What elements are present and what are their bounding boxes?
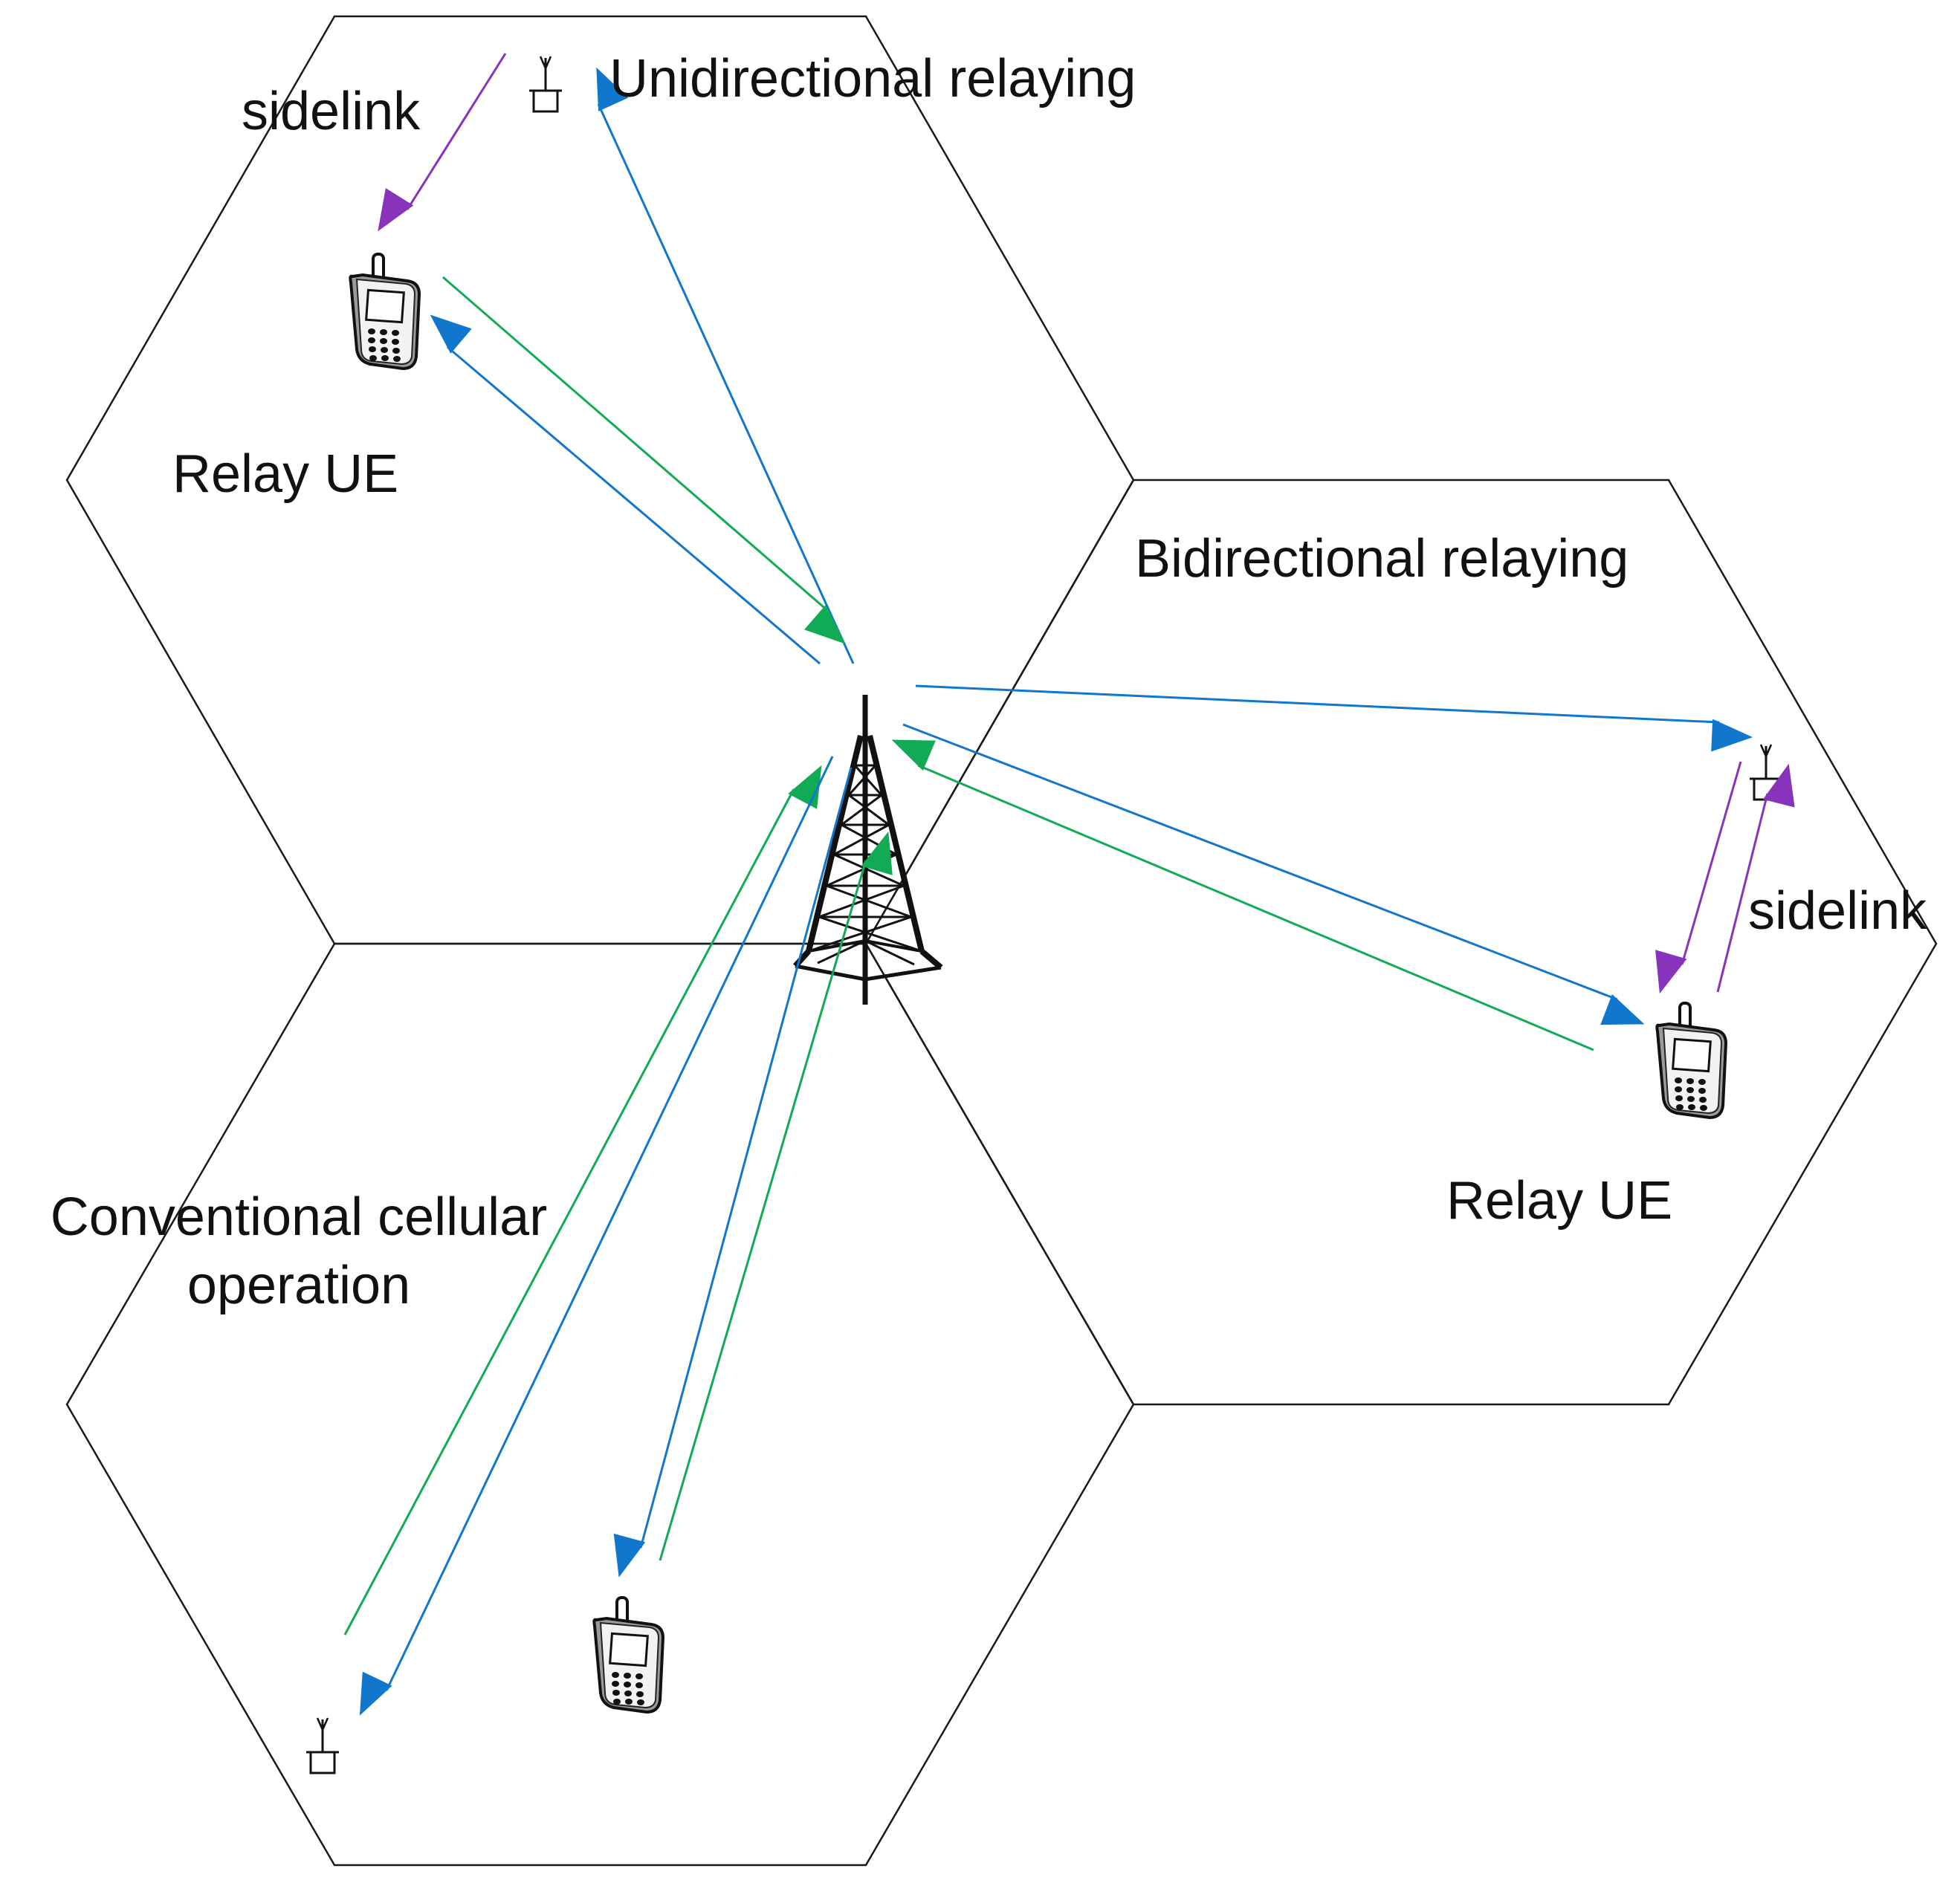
blue-downlink (613, 767, 853, 1578)
blue-downlink-to-relay (915, 684, 1753, 752)
green-uplink (343, 765, 822, 1636)
unidirectional-relaying-label: Unidirectional relaying (609, 49, 1136, 108)
green-uplink-from-relay-ue (891, 739, 1594, 1051)
conventional-label-line1: Conventional cellular (50, 1187, 548, 1247)
tower-icon (793, 695, 943, 1005)
relay-ue-label-left: Relay UE (172, 444, 399, 504)
phone-icon (592, 1596, 664, 1714)
conventional-label-line2: operation (187, 1256, 411, 1315)
green-uplink (659, 831, 893, 1561)
purple-sidelink (1655, 761, 1742, 994)
bidirectional-relaying-label: Bidirectional relaying (1135, 529, 1629, 589)
blue-downlink-to-relay-ue (902, 723, 1645, 1025)
relay-ue-label-right: Relay UE (1446, 1171, 1673, 1231)
cell-bottom-left (65, 942, 1135, 1867)
blue-downlink-to-relay-ue (430, 314, 821, 665)
antenna-icon (528, 55, 563, 113)
cell-right (864, 479, 1938, 1406)
sidelink-label-right: sidelink (1748, 881, 1927, 941)
purple-sidelink (378, 53, 507, 232)
green-uplink-from-relay-ue (442, 276, 846, 644)
antenna-icon (1748, 743, 1784, 801)
conventional-operation-label: Conventional cellular operation (16, 1183, 581, 1320)
phone-icon (349, 253, 421, 370)
blue-downlink (359, 756, 834, 1716)
blue-downlink-to-relay (596, 67, 855, 664)
purple-sidelink (1716, 763, 1795, 993)
phone-icon (1655, 1002, 1727, 1119)
sidelink-label-top: sidelink (242, 82, 421, 141)
antenna-icon (305, 1716, 340, 1774)
